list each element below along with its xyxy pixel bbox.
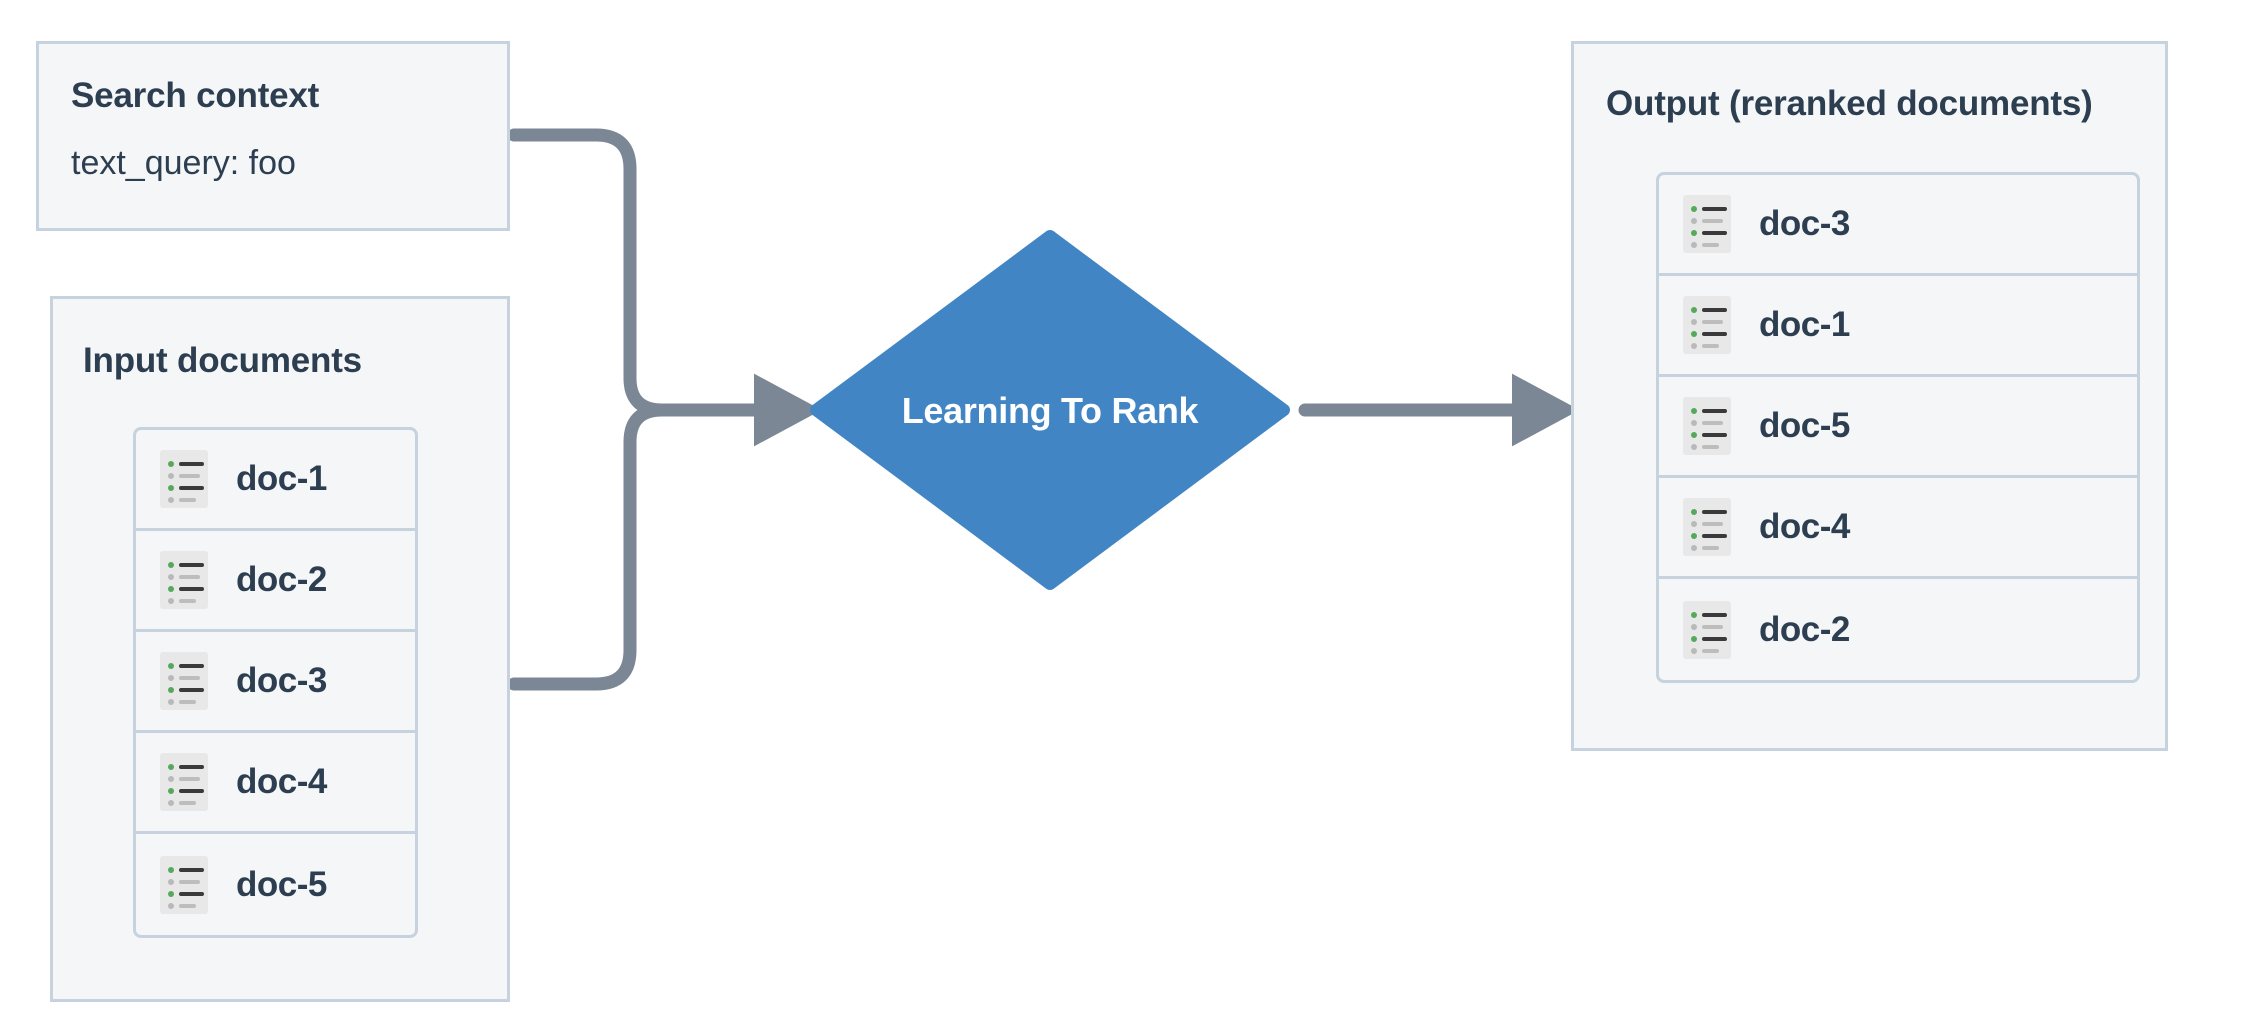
list-item-label: doc-2 xyxy=(1759,609,1850,649)
list-item[interactable]: doc-4 xyxy=(136,733,415,834)
list-item-label: doc-1 xyxy=(236,459,327,498)
list-item[interactable]: doc-5 xyxy=(136,834,415,935)
document-list-icon xyxy=(1683,195,1731,253)
list-item-label: doc-3 xyxy=(236,661,327,700)
list-item-label: doc-4 xyxy=(236,762,327,801)
search-context-panel: Search context text_query: foo xyxy=(36,41,510,231)
input-documents-title: Input documents xyxy=(83,341,362,380)
list-item[interactable]: doc-3 xyxy=(136,632,415,733)
document-list-icon xyxy=(1683,397,1731,455)
list-item[interactable]: doc-2 xyxy=(136,531,415,632)
list-item[interactable]: doc-5 xyxy=(1659,377,2137,478)
search-context-title: Search context xyxy=(71,76,320,115)
document-list-icon xyxy=(1683,296,1731,354)
diamond-shape xyxy=(810,230,1290,590)
connector-input-documents-to-ltr xyxy=(507,403,669,691)
output-panel-title: Output (reranked documents) xyxy=(1606,84,2093,123)
list-item-label: doc-1 xyxy=(1759,305,1850,344)
document-list-icon xyxy=(160,855,208,914)
search-context-field-text-query: text_query: foo xyxy=(71,144,296,182)
list-item[interactable]: doc-1 xyxy=(136,430,415,531)
output-panel: Output (reranked documents) doc-3 xyxy=(1571,41,2168,751)
list-item[interactable]: doc-2 xyxy=(1659,579,2137,680)
output-document-list: doc-3 doc-1 doc-5 xyxy=(1656,172,2140,683)
list-item[interactable]: doc-4 xyxy=(1659,478,2137,579)
document-list-icon xyxy=(160,450,208,508)
list-item[interactable]: doc-1 xyxy=(1659,276,2137,377)
list-item[interactable]: doc-3 xyxy=(1659,175,2137,276)
list-item-label: doc-3 xyxy=(1759,204,1850,243)
document-list-icon xyxy=(1683,600,1731,659)
list-item-label: doc-5 xyxy=(236,864,327,904)
document-list-icon xyxy=(160,551,208,609)
document-list-icon xyxy=(1683,498,1731,556)
document-list-icon xyxy=(160,753,208,811)
list-item-label: doc-4 xyxy=(1759,507,1850,546)
learning-to-rank-node[interactable]: Learning To Rank xyxy=(810,230,1290,590)
input-documents-panel: Input documents doc-1 doc-2 xyxy=(50,296,510,1002)
list-item-label: doc-2 xyxy=(236,560,327,599)
connector-search-context-to-ltr xyxy=(507,128,669,417)
input-document-list: doc-1 doc-2 doc-3 xyxy=(133,427,418,938)
list-item-label: doc-5 xyxy=(1759,406,1850,445)
document-list-icon xyxy=(160,652,208,710)
